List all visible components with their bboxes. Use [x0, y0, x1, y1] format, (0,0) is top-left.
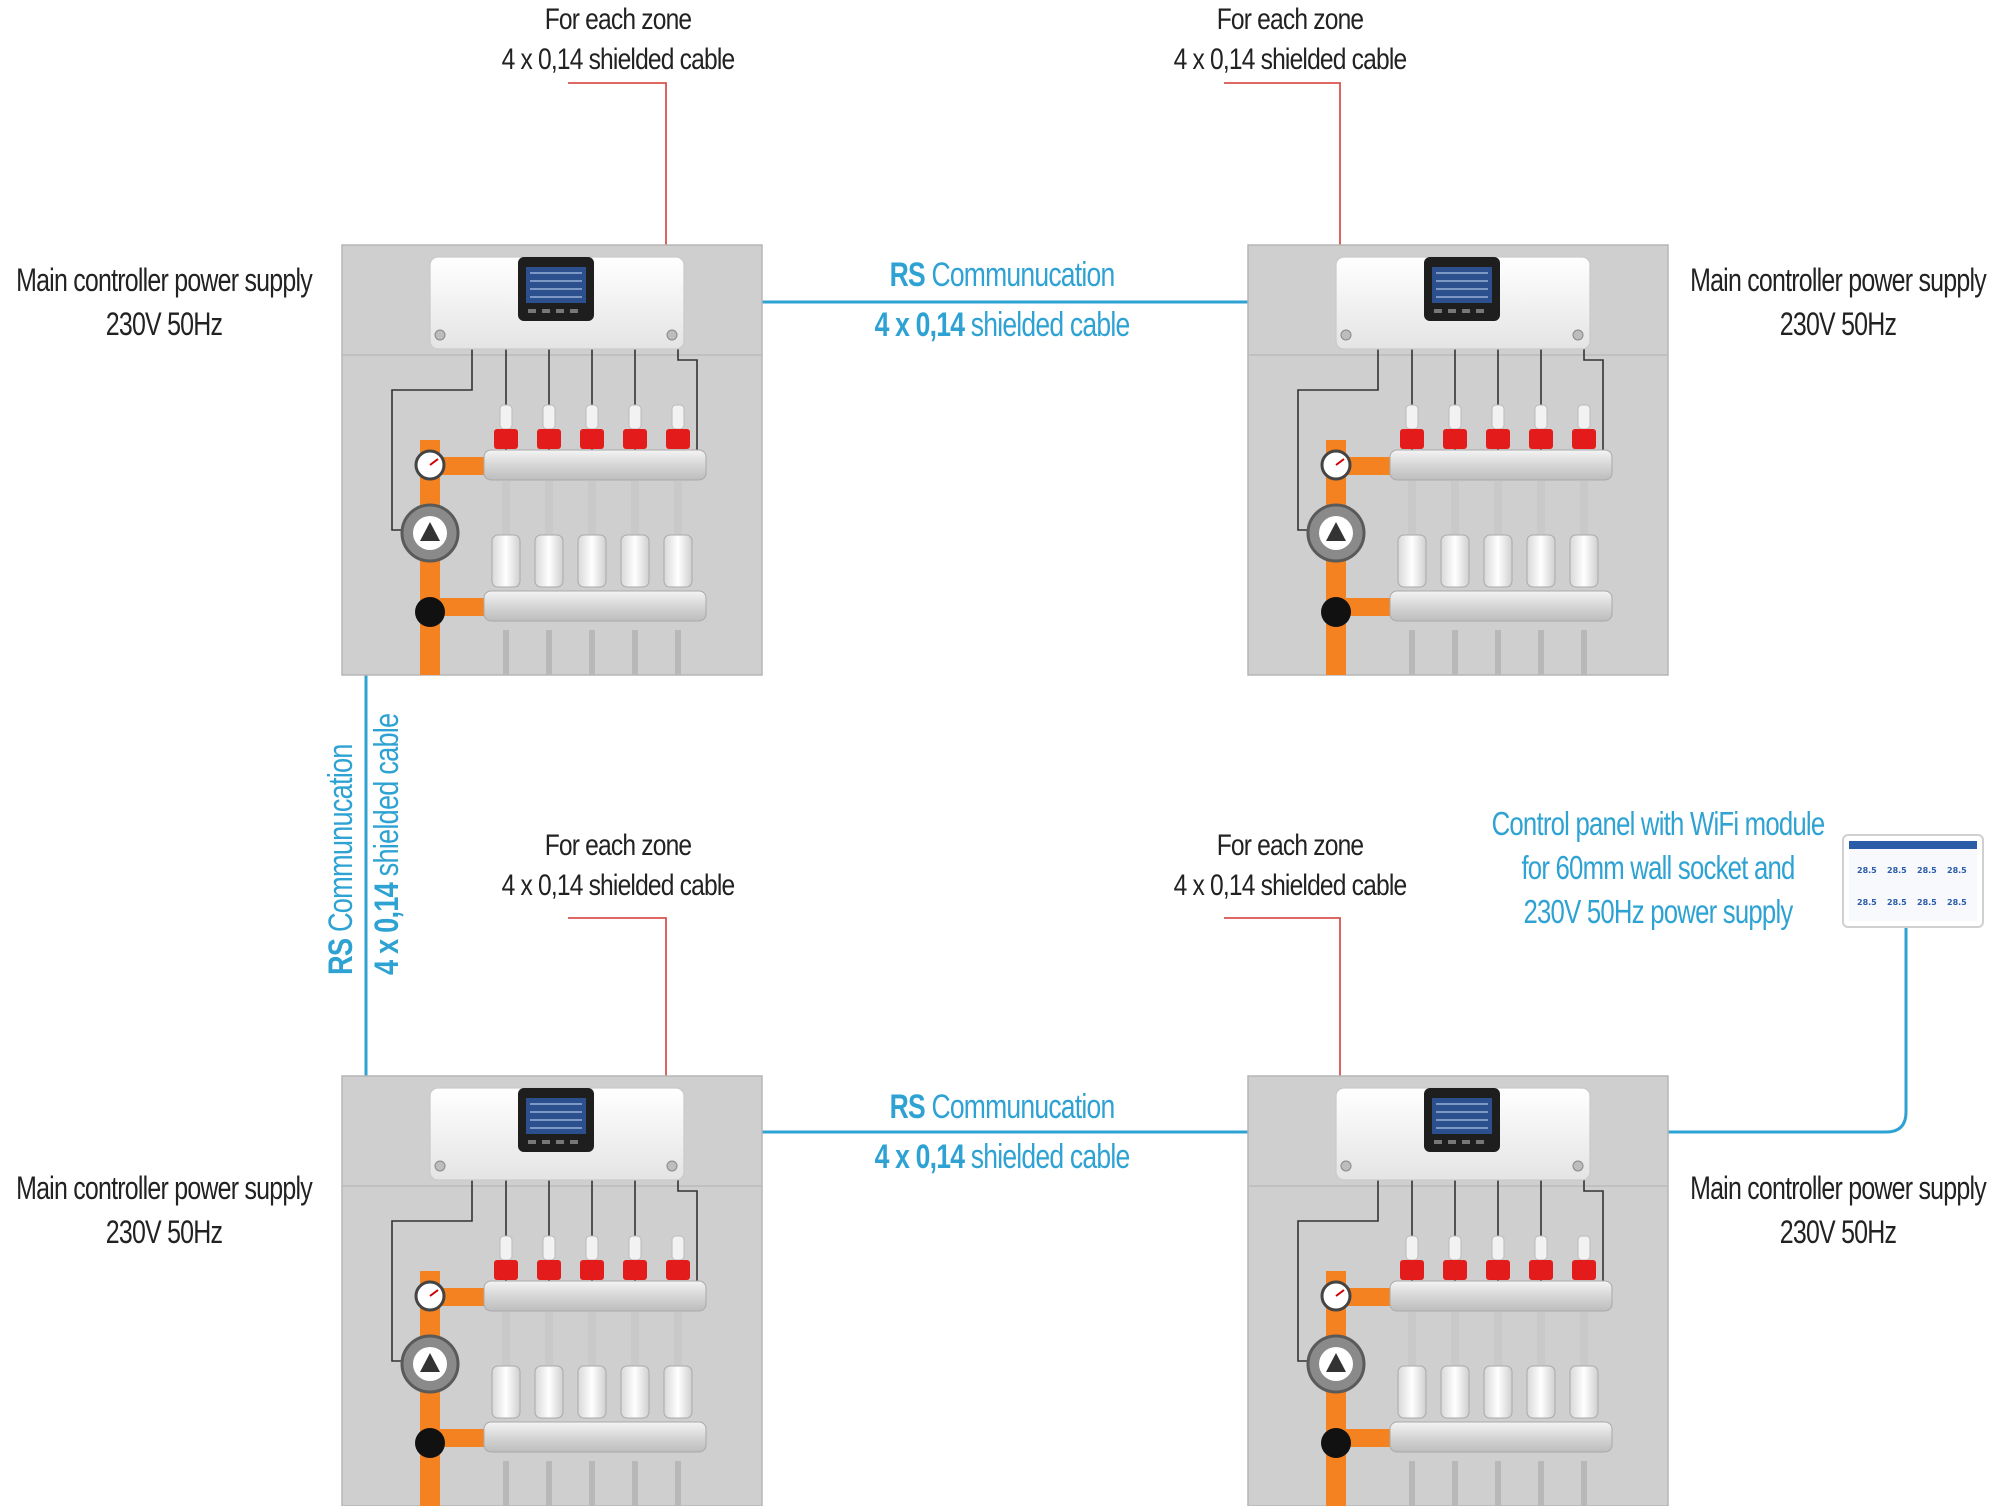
rs-rest: Communucation: [322, 744, 360, 933]
zone-label-line2: 4 x 0,14 shielded cable: [1173, 869, 1408, 902]
zone-cables: [568, 82, 1341, 1078]
zone-label-bottom-left: For each zone 4 x 0,14 shielded cable: [470, 826, 765, 906]
rs-label-vertical: RS Communucation 4 x 0,14 shielded cable: [318, 714, 410, 975]
rs-bold: RS: [889, 256, 926, 294]
power-label-line1: Main controller power supply: [1690, 1170, 1987, 1206]
rs-cable-rest: shielded cable: [368, 713, 406, 877]
power-label-line2: 230V 50Hz: [105, 1214, 223, 1250]
rs-label-bottom: RS Communucation 4 x 0,14 shielded cable: [838, 1082, 1166, 1182]
zone-label-top-right: For each zone 4 x 0,14 shielded cable: [1142, 0, 1437, 80]
manifold-unit-top-left: [342, 245, 762, 675]
panel-zone-value: 28.5: [1917, 866, 1937, 875]
rs-title: RS Communucation: [318, 714, 364, 975]
power-label-bottom-right: Main controller power supply 230V 50Hz: [1690, 1166, 1987, 1254]
rs-cable-rest: shielded cable: [970, 1138, 1130, 1176]
zone-label-line1: For each zone: [544, 3, 692, 36]
rs-bold: RS: [322, 938, 360, 975]
zone-label-line2: 4 x 0,14 shielded cable: [1173, 43, 1408, 76]
zone-label-line1: For each zone: [1216, 3, 1364, 36]
power-label-line2: 230V 50Hz: [105, 306, 223, 342]
power-label-line1: Main controller power supply: [16, 262, 313, 298]
rs-cable-bold: 4 x 0,14: [368, 883, 406, 975]
panel-zone-value: 28.5: [1887, 898, 1907, 907]
manifold-unit-bottom-left: [342, 1076, 762, 1506]
control-panel-device: 28.5 28.5 28.5 28.5 28.5 28.5 28.5 28.5: [1842, 834, 1984, 928]
rs-cable-bold: 4 x 0,14: [874, 306, 965, 344]
control-panel-line1: Control panel with WiFi module: [1491, 805, 1826, 842]
power-label-line1: Main controller power supply: [16, 1170, 313, 1206]
rs-rest: Communucation: [931, 1088, 1115, 1126]
rs-bold: RS: [889, 1088, 926, 1126]
control-panel-line2: for 60mm wall socket and: [1521, 849, 1795, 886]
panel-zone-value: 28.5: [1947, 866, 1967, 875]
panel-zone-value: 28.5: [1887, 866, 1907, 875]
zone-label-line2: 4 x 0,14 shielded cable: [501, 869, 736, 902]
control-panel-label: Control panel with WiFi module for 60mm …: [1479, 802, 1838, 934]
power-label-top-left: Main controller power supply 230V 50Hz: [16, 258, 313, 346]
control-panel-line3: 230V 50Hz power supply: [1523, 893, 1793, 930]
zone-label-line1: For each zone: [544, 829, 692, 862]
power-label-line1: Main controller power supply: [1690, 262, 1987, 298]
zone-label-line2: 4 x 0,14 shielded cable: [501, 43, 736, 76]
zone-label-bottom-right: For each zone 4 x 0,14 shielded cable: [1142, 826, 1437, 906]
power-label-top-right: Main controller power supply 230V 50Hz: [1690, 258, 1987, 346]
rs-label-top: RS Communucation 4 x 0,14 shielded cable: [838, 250, 1166, 350]
power-label-line2: 230V 50Hz: [1779, 1214, 1897, 1250]
power-label-line2: 230V 50Hz: [1779, 306, 1897, 342]
manifold-unit-bottom-right: [1248, 1076, 1668, 1506]
rs-cable-rest: shielded cable: [970, 306, 1130, 344]
rs-cable: 4 x 0,14 shielded cable: [364, 714, 410, 975]
zone-label-line1: For each zone: [1216, 829, 1364, 862]
power-label-bottom-left: Main controller power supply 230V 50Hz: [16, 1166, 313, 1254]
rs-cable: 4 x 0,14 shielded cable: [838, 1132, 1166, 1182]
rs-cable: 4 x 0,14 shielded cable: [838, 300, 1166, 350]
panel-zone-value: 28.5: [1947, 898, 1967, 907]
rs-rest: Communucation: [931, 256, 1115, 294]
panel-zone-value: 28.5: [1857, 866, 1877, 875]
panel-zone-value: 28.5: [1917, 898, 1937, 907]
rs-title: RS Communucation: [838, 250, 1166, 300]
rs-title: RS Communucation: [838, 1082, 1166, 1132]
panel-zone-value: 28.5: [1857, 898, 1877, 907]
rs-cable-bold: 4 x 0,14: [874, 1138, 965, 1176]
zone-label-top-left: For each zone 4 x 0,14 shielded cable: [470, 0, 765, 80]
